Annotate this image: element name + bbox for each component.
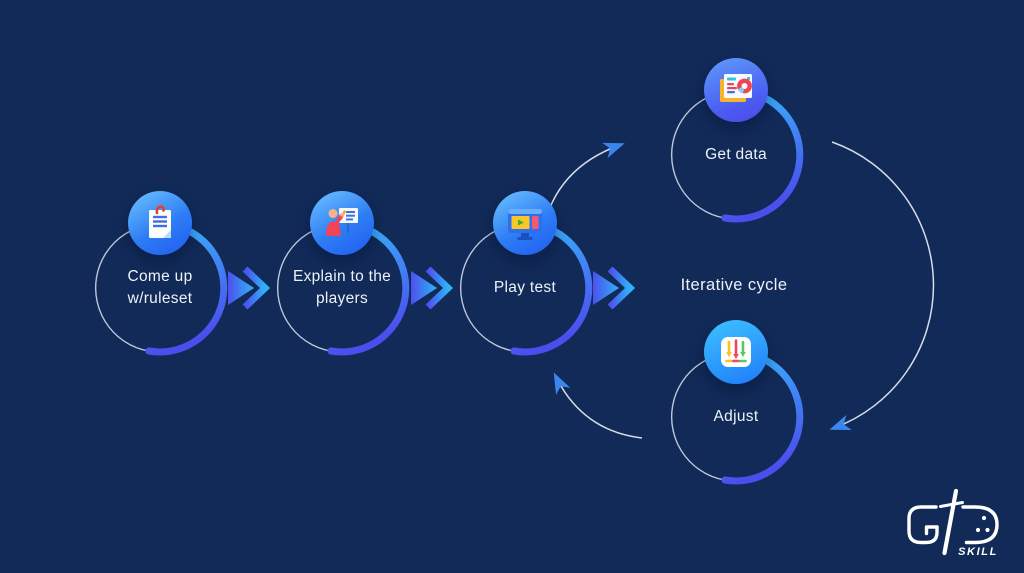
node-play-test: Play test xyxy=(455,191,595,358)
node-label: Come up w/ruleset xyxy=(127,268,193,307)
node-label: Play test xyxy=(493,279,557,297)
double-chevron-arrow-3 xyxy=(593,266,636,310)
arrow-adjust-to-playtest xyxy=(553,372,643,439)
presenter-whiteboard-icon xyxy=(326,208,358,236)
node-explain-to-players: Explain to the players xyxy=(272,191,412,358)
node-icon-badge xyxy=(493,191,557,255)
arrow-getdata-to-adjust xyxy=(829,141,935,430)
ruleset-document-icon xyxy=(149,205,171,238)
logo-dot xyxy=(975,527,981,533)
node-label: Adjust xyxy=(713,408,759,426)
node-icon-badge xyxy=(128,191,192,255)
gd-skill-logo: SKILL xyxy=(907,488,999,558)
sliders-icon xyxy=(721,337,751,367)
logo-sword-blade xyxy=(942,488,959,556)
logo-sword-crossguard xyxy=(939,501,964,508)
video-monitor-icon xyxy=(508,209,542,240)
node-adjust: Adjust xyxy=(666,320,806,487)
logo-letter-d xyxy=(961,505,999,545)
logo-letter-g-bar xyxy=(924,525,939,536)
logo-skill-text: SKILL xyxy=(958,546,998,558)
node-get-data: Get data xyxy=(666,58,806,225)
analytics-report-icon xyxy=(720,74,752,102)
node-label: Get data xyxy=(705,146,767,164)
node-label: Explain to the players xyxy=(292,268,392,307)
double-chevron-arrow-2 xyxy=(411,266,454,310)
node-icon-badge xyxy=(704,58,768,122)
iterative-cycle-label: Iterative cycle xyxy=(680,276,788,294)
logo-letter-g xyxy=(907,505,939,545)
node-icon-badge xyxy=(704,320,768,384)
logo-dot xyxy=(985,527,990,533)
node-come-up-with-ruleset: Come up w/ruleset xyxy=(90,191,230,358)
double-chevron-arrow-1 xyxy=(228,266,271,310)
logo-dot xyxy=(981,515,987,521)
node-icon-badge xyxy=(310,191,374,255)
